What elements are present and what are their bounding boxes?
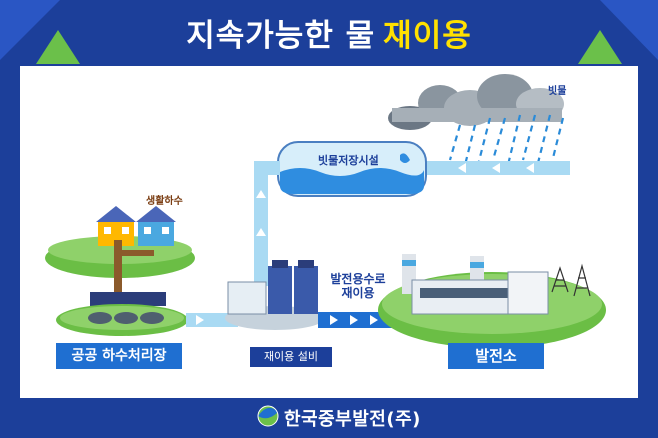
reuse-facility-icon xyxy=(225,260,325,330)
power-plant-label: 발전소 xyxy=(448,343,544,369)
rainwater-label: 빗물 xyxy=(548,86,567,97)
power-reuse-line2: 재이용 xyxy=(341,286,375,300)
footer-bar xyxy=(0,398,658,438)
sewage-plant-label: 공공 하수처리장 xyxy=(56,343,182,369)
storage-tank-icon xyxy=(277,141,427,197)
power-reuse-line1: 발전용수로 xyxy=(330,272,386,286)
power-plant-icon xyxy=(378,254,606,348)
sewage-plant-icon xyxy=(56,292,188,336)
corner-decor xyxy=(0,0,658,64)
storage-label: 빗물저장시설 xyxy=(318,154,379,167)
domestic-sewage-label: 생활하수 xyxy=(146,196,183,207)
reuse-facility-label: 재이용 설비 xyxy=(250,347,332,367)
title-main: 지속가능한 물 xyxy=(186,18,376,54)
company-name: 한국중부발전(주) xyxy=(284,409,421,430)
header-bar xyxy=(0,0,658,64)
title-accent: 재이용 xyxy=(383,18,472,54)
rain-icon xyxy=(448,114,565,166)
transmission-tower-icon xyxy=(551,263,591,297)
power-reuse-label: 발전용수로 재이용 xyxy=(322,272,394,300)
